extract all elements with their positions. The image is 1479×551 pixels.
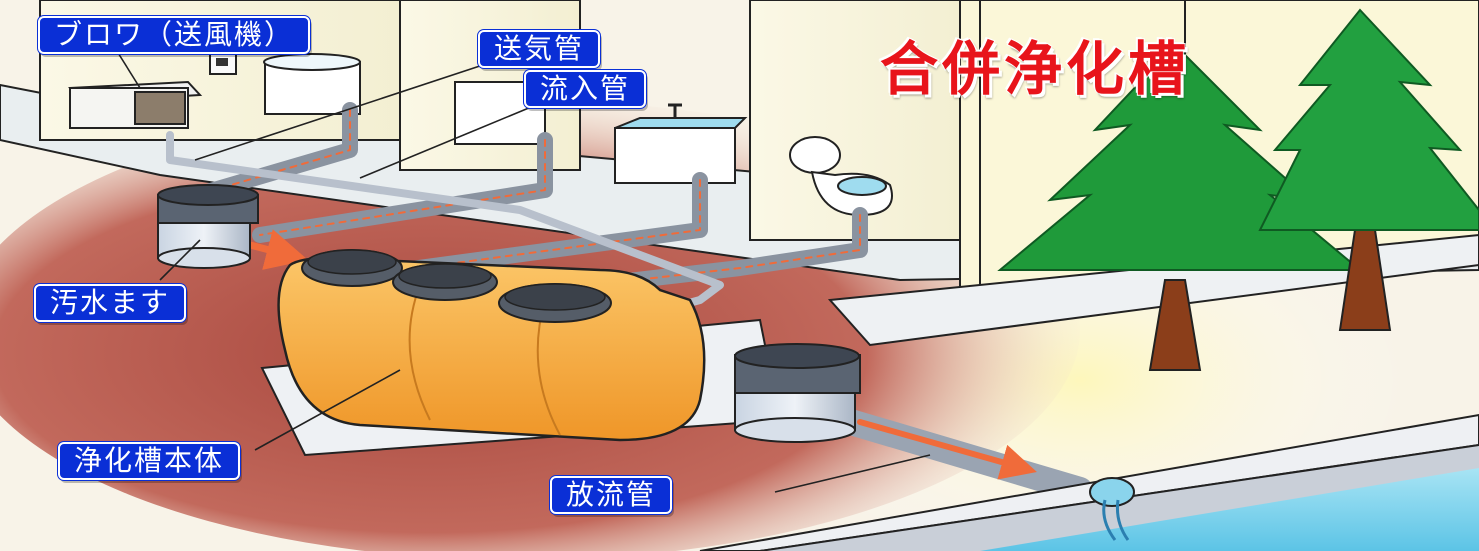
tank-lid <box>498 283 612 323</box>
label-tank-body: 浄化槽本体 <box>58 442 241 480</box>
discharge-outlet-icon <box>1089 477 1135 541</box>
septic-tank-body <box>277 249 706 442</box>
label-air-pipe: 送気管 <box>478 30 601 68</box>
tank-lid <box>392 263 498 301</box>
label-inflow-pipe: 流入管 <box>524 70 647 108</box>
inlet-arrow <box>246 229 309 270</box>
toilet-icon <box>789 136 893 217</box>
tree-icon <box>1258 8 1479 331</box>
label-blower: ブロワ（送風機） <box>38 16 311 54</box>
tank-lid <box>301 249 403 287</box>
label-discharge-pipe: 放流管 <box>550 476 673 514</box>
waterway <box>699 413 1479 551</box>
manhole-icon <box>734 343 861 443</box>
manhole-icon <box>157 184 259 269</box>
wash-basin-icon <box>263 53 361 115</box>
diagram-title: 合併浄化槽 <box>879 34 1191 104</box>
sink-icon <box>454 81 748 184</box>
leader-lines <box>114 47 931 493</box>
label-sewage-basin: 汚水ます <box>34 284 187 322</box>
